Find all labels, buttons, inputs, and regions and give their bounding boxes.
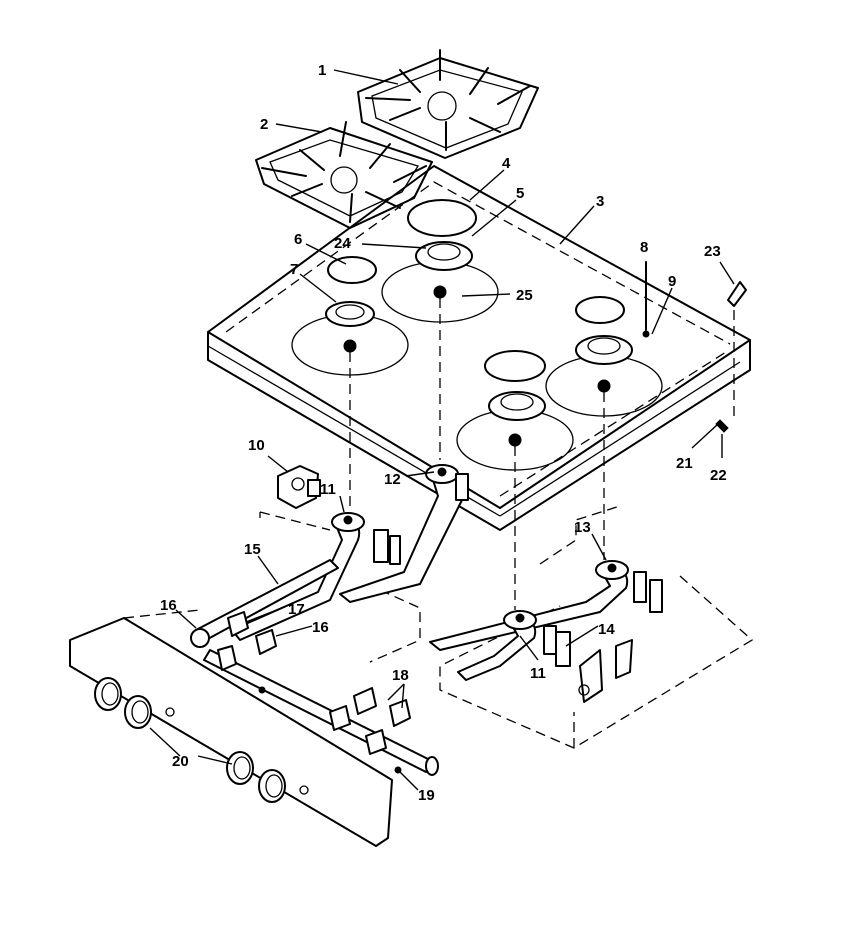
callout-17: 17 (288, 601, 305, 618)
callout-5: 5 (516, 185, 524, 202)
callout-8: 8 (640, 239, 648, 256)
burner-cap-front-right (484, 350, 546, 382)
callout-18: 18 (392, 667, 409, 684)
callout-20: 20 (172, 753, 189, 770)
callouts: 1 2 3 4 5 6 7 8 9 10 11 11 12 13 14 15 1… (160, 62, 727, 804)
callout-16-right: 16 (312, 619, 329, 636)
leader-lines (149, 69, 735, 791)
callout-13: 13 (574, 519, 591, 536)
lower-assembly (69, 464, 754, 847)
callout-7: 7 (290, 261, 298, 278)
burner-cap-rear-right (575, 296, 625, 324)
callout-1: 1 (318, 62, 326, 79)
grate-1 (357, 49, 539, 159)
callout-3: 3 (596, 193, 604, 210)
callout-14: 14 (598, 621, 615, 638)
callout-19: 19 (418, 787, 435, 804)
callout-15: 15 (244, 541, 261, 558)
callout-22: 22 (710, 467, 727, 484)
callout-16-left: 16 (160, 597, 177, 614)
callout-12: 12 (384, 471, 401, 488)
callout-11-left: 11 (320, 481, 336, 498)
callout-23: 23 (704, 243, 721, 260)
alignment-lines (349, 298, 735, 610)
callout-9: 9 (668, 273, 676, 290)
callout-11-right: 11 (530, 665, 546, 682)
callout-10: 10 (248, 437, 265, 454)
grate-2 (255, 121, 433, 229)
callout-4: 4 (502, 155, 511, 172)
burner-cap-6 (327, 256, 377, 284)
fasteners (642, 261, 747, 433)
callout-2: 2 (260, 116, 268, 133)
callout-24: 24 (334, 235, 351, 252)
callout-6: 6 (294, 231, 302, 248)
control-panel (69, 609, 393, 847)
callout-21: 21 (676, 455, 693, 472)
callout-25: 25 (516, 287, 533, 304)
burner-caps (327, 199, 625, 382)
burner-cap-4 (407, 199, 477, 237)
knobs (94, 677, 309, 803)
burner-bases (291, 241, 663, 471)
valves (217, 611, 411, 774)
